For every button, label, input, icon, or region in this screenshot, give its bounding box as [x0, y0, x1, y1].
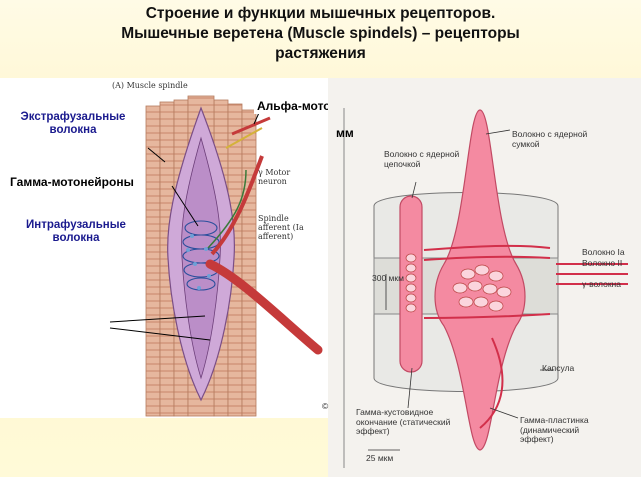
gamma-motor-label: γ Motor neuron: [258, 168, 291, 186]
muscle-spindle-figure: (A) Muscle spindle γ Motor neuron Spindl…: [0, 78, 328, 418]
nuclear-chain-fiber: [399, 195, 423, 373]
slide-title: Строение и функции мышечных рецепторов. …: [0, 4, 641, 64]
gamma-motoneurons-label: Гамма-мотонейроны: [7, 174, 137, 190]
nuclear-chain-label: Волокно с ядерной цепочкой: [384, 149, 460, 169]
capsule-label: Капсула: [542, 363, 575, 373]
scale-300-label: 300 мкм: [372, 273, 404, 283]
copyright-mark: ©: [322, 401, 329, 411]
fiber-ii-label: Волокно II: [582, 258, 623, 268]
mm-label: мм: [336, 126, 354, 140]
title-line-2: Мышечные веретена (Muscle spindels) – ре…: [121, 25, 520, 42]
scale-25-label: 25 мкм: [366, 453, 394, 463]
spindle-schematic-drawing: [343, 108, 628, 468]
nuclear-bag-label: Волокно с ядерной сумкой: [512, 129, 588, 149]
muscle-spindle-drawing: [109, 95, 323, 417]
gamma-bush-ending-label: Гамма-кустовидное окончание (статический…: [356, 407, 451, 436]
title-line-1: Строение и функции мышечных рецепторов.: [145, 5, 496, 22]
gamma-plate-label: Гамма-пластинка (динамический эффект): [520, 415, 589, 444]
intrafusal-label: Интрафузальные волокна: [26, 219, 126, 244]
extrafusal-label: Экстрафузальные волокна: [20, 111, 126, 136]
nerve-bundle: [205, 116, 323, 355]
spindle-afferent-label: Spindle afferent (Ia afferent): [258, 214, 304, 241]
title-line-3: растяжения: [275, 45, 366, 62]
figure-caption: (A) Muscle spindle: [112, 81, 188, 90]
spindle-schematic: Волокно с ядерной сумкой Волокно с ядерн…: [328, 78, 641, 477]
spindle-capsule: [167, 106, 236, 402]
nerve-endings: [423, 244, 628, 429]
fiber-ia-label: Волокно Ia: [582, 247, 625, 257]
gamma-fibers-label: γ-волокна: [582, 279, 621, 289]
nuclear-bag-fiber: [434, 109, 526, 451]
